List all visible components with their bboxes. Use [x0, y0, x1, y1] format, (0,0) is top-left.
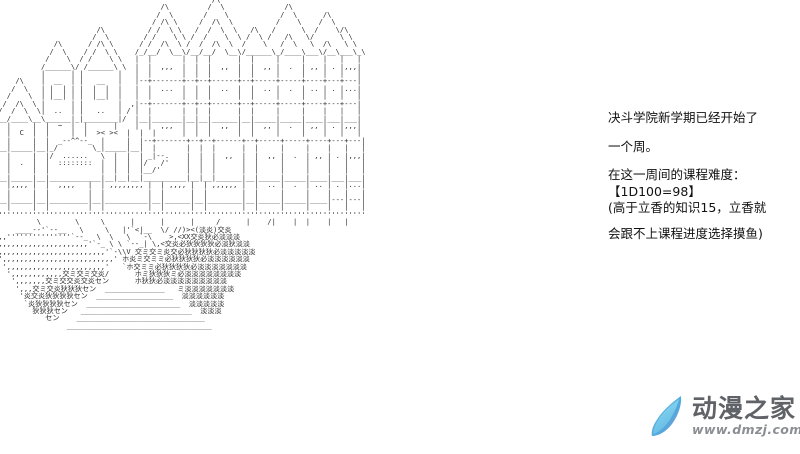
story-line-1: 决斗学院新学期已经开始了 [608, 110, 759, 125]
watermark-text-block: 动漫之家 www.dmzj.com [692, 396, 800, 437]
narrative-text-block: 决斗学院新学期已经开始了 一个周。 在这一周间的课程难度： 【1D100=98】… [608, 110, 800, 241]
story-line-5: (高于立香的知识15，立香就 [608, 200, 767, 215]
story-line-3: 在这一周间的课程难度： [608, 167, 746, 182]
feather-icon [651, 396, 682, 436]
dmzj-watermark: 动漫之家 www.dmzj.com [648, 385, 800, 447]
duel-academy-ascii-art: /\ /\ / \ /\ / \ / \ / \ /\ / /\ \ [0, 0, 366, 330]
story-line-2: 一个周。 [608, 138, 659, 154]
dice-roll-result: 【1D100=98】 [608, 183, 701, 199]
watermark-url: www.dmzj.com [692, 421, 800, 437]
watermark-brand: 动漫之家 [692, 393, 797, 423]
story-line-6: 会跟不上课程进度选择摸鱼) [608, 225, 763, 241]
ascii-art-panel: /\ /\ / \ /\ / \ / \ / \ /\ / /\ \ [0, 0, 366, 330]
